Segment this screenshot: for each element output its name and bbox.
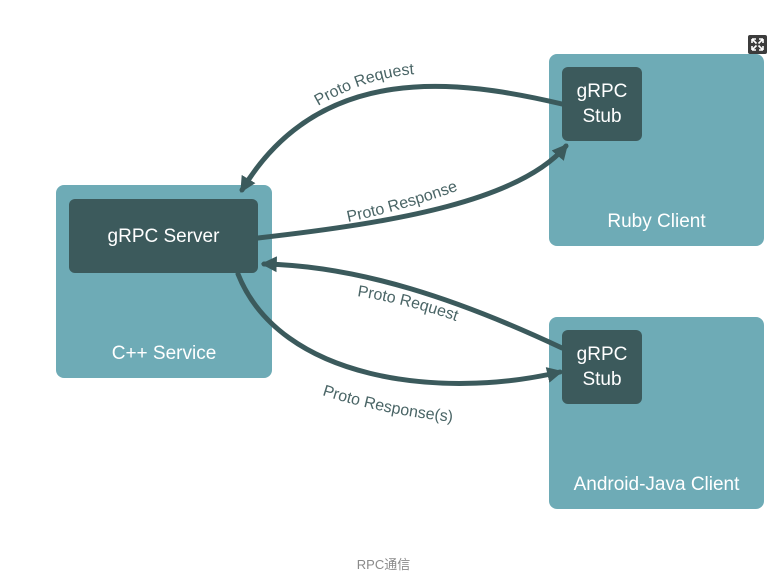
android-stub-box: gRPC Stub (562, 330, 642, 404)
android-request-arrow (260, 256, 565, 351)
ruby-stub-box: gRPC Stub (562, 67, 642, 141)
android-stub-line2: Stub (582, 369, 622, 390)
grpc-server-box: gRPC Server (69, 199, 258, 273)
grpc-server-label: gRPC Server (107, 225, 220, 247)
figure-caption: RPC通信 (356, 557, 411, 572)
ruby-request-arrow (239, 83, 565, 193)
ruby-response-arrow (255, 143, 569, 241)
android-client-label: Android-Java Client (573, 474, 740, 495)
expand-icon-glyph (751, 38, 764, 51)
android-stub-line1: gRPC (576, 344, 628, 365)
android-response-arrow (235, 271, 564, 386)
edge-label-ruby-request: Proto Request (312, 61, 416, 109)
edge-label-android-response: Proto Response(s) (321, 383, 454, 426)
ruby-stub-line2: Stub (582, 106, 622, 127)
cpp-service-label: C++ Service (111, 343, 217, 364)
ruby-stub-line1: gRPC (576, 81, 628, 102)
ruby-client-label: Ruby Client (607, 211, 706, 232)
expand-icon[interactable] (748, 35, 767, 54)
